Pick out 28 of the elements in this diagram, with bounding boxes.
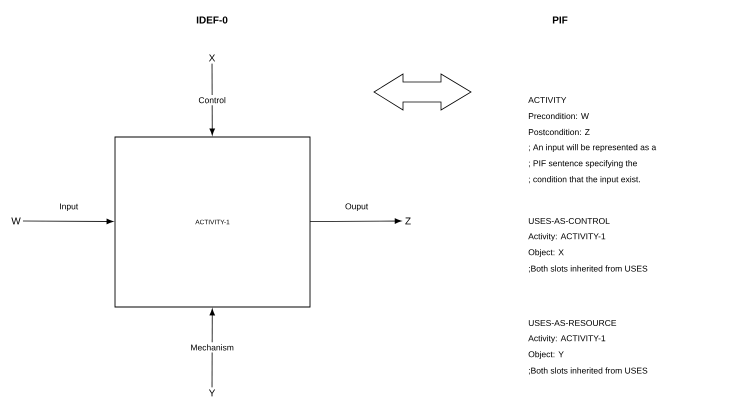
- variable-label: Z: [405, 218, 411, 224]
- arrow: [22, 218, 114, 224]
- text-line: Object: Y: [528, 351, 564, 359]
- arrow: [210, 308, 215, 388]
- heading: PIF: [552, 16, 568, 24]
- edge-label: Input: [58, 202, 80, 212]
- arrow: [210, 63, 215, 136]
- variable-label: Y: [208, 390, 216, 396]
- variable-label: W: [11, 218, 21, 224]
- text-line: ACTIVITY: [528, 97, 566, 103]
- text-line: Activity: ACTIVITY-1: [528, 233, 606, 241]
- text-line: ; An input will be represented as a: [528, 144, 656, 152]
- text-line: Postcondition: Z: [528, 128, 590, 136]
- arrow: [310, 218, 402, 224]
- edge-label: Mechanism: [188, 342, 236, 353]
- text-line: ; PIF sentence specifying the: [528, 160, 637, 168]
- variable-label: X: [208, 54, 216, 62]
- edge-label: Control: [196, 94, 228, 106]
- text-line: Precondition: W: [528, 112, 589, 120]
- edge-label: Ouput: [344, 202, 370, 212]
- text-line: ;Both slots inherited from USES: [528, 367, 648, 375]
- text-line: Activity: ACTIVITY-1: [528, 335, 606, 343]
- text-line: Object: X: [528, 249, 564, 257]
- heading: IDEF-0: [196, 16, 228, 24]
- text-line: USES-AS-RESOURCE: [528, 320, 616, 326]
- text-line: ; condition that the input exist.: [528, 176, 640, 184]
- text-line: USES-AS-CONTROL: [528, 218, 610, 224]
- text-line: ;Both slots inherited from USES: [528, 265, 648, 273]
